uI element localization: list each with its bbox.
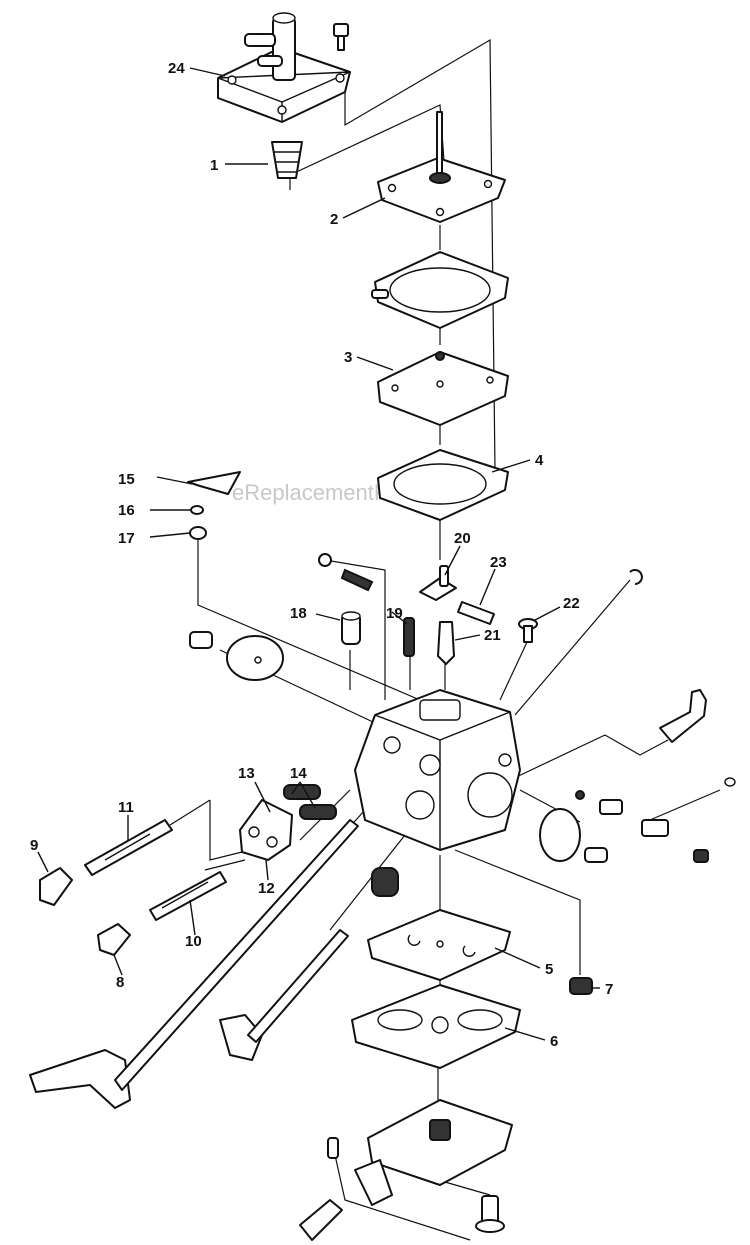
part-lever-15	[187, 471, 241, 495]
part-high-speed-needle	[84, 819, 173, 876]
part-fuel-elbow	[659, 689, 707, 743]
part-throttle-shaft	[29, 819, 359, 1109]
callout-7: 7	[605, 981, 613, 998]
callout-2: 2	[330, 211, 338, 228]
part-lever-pin	[457, 601, 495, 625]
part-bottom-screw	[475, 1195, 505, 1233]
callout-21: 21	[484, 627, 501, 644]
part-screen-7	[569, 977, 593, 995]
part-gasket-4	[377, 449, 509, 521]
part-low-speed-needle	[149, 871, 227, 921]
part-diaphragm-5	[367, 909, 511, 981]
callout-24: 24	[168, 60, 185, 77]
callout-6: 6	[550, 1033, 558, 1050]
part-inlet-needle	[437, 621, 455, 665]
callout-14: 14	[290, 765, 307, 782]
part-carburetor-body	[354, 689, 521, 851]
callout-5: 5	[545, 961, 553, 978]
callout-12: 12	[258, 880, 275, 897]
part-screw-22	[518, 618, 538, 643]
callout-16: 16	[118, 502, 135, 519]
part-throttle-shutter	[189, 631, 284, 681]
part-choke-shaft	[219, 929, 349, 1061]
part-screw-upper	[318, 553, 374, 592]
part-ball-17	[189, 526, 207, 540]
callout-11: 11	[118, 799, 134, 816]
part-pump-body	[371, 251, 509, 329]
callout-22: 22	[563, 595, 580, 612]
callout-4: 4	[535, 452, 544, 469]
part-pump-diaphragm	[377, 111, 506, 223]
callout-17: 17	[118, 530, 135, 547]
callout-19: 19	[386, 605, 403, 622]
part-gasket-6	[351, 984, 521, 1069]
leader-lines	[37, 67, 600, 1041]
part-inlet-lever	[419, 565, 457, 601]
callout-15: 15	[118, 471, 135, 488]
callout-13: 13	[238, 765, 255, 782]
part-limiter-block	[239, 799, 293, 861]
part-adjust-springs	[283, 784, 337, 820]
callout-labels: 24 1 2 3 4 15 16 17 20 23 18 19 21 22 13…	[30, 60, 613, 1050]
part-clip-16	[190, 505, 204, 515]
part-fuel-fitting	[575, 777, 736, 863]
part-fuel-strainer	[271, 141, 303, 179]
callout-8: 8	[116, 974, 124, 991]
callout-23: 23	[490, 554, 507, 571]
callout-18: 18	[290, 605, 307, 622]
part-return-spring	[371, 867, 399, 897]
callout-10: 10	[185, 933, 202, 950]
part-limiter-cap-9	[39, 867, 73, 906]
part-bottom-plug	[299, 1199, 343, 1241]
part-pump-cover	[217, 12, 351, 123]
part-cover-screw	[333, 23, 349, 51]
part-choke-shutter	[539, 808, 608, 863]
callout-20: 20	[454, 530, 471, 547]
part-e-clip	[629, 569, 643, 585]
part-metering-cover	[327, 1099, 513, 1206]
callout-9: 9	[30, 837, 38, 854]
part-metering-spring	[403, 617, 415, 657]
part-gasket-3	[377, 351, 509, 426]
callout-1: 1	[210, 157, 218, 174]
part-limiter-cap-8	[97, 923, 131, 956]
callout-3: 3	[344, 349, 352, 366]
part-welch-plug	[341, 611, 361, 645]
